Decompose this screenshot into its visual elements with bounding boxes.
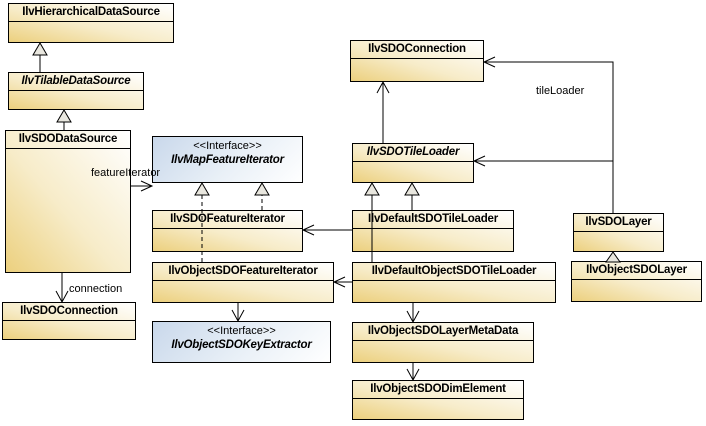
class-title: IlvDefaultSDOTileLoader (353, 211, 513, 229)
class-body (351, 58, 483, 81)
class-title: IlvSDOFeatureIterator (153, 211, 302, 229)
edge-association-connection (55, 273, 69, 304)
edge-realization-IlvSDOFeatureIterator-to-IlvMapFeatureIterator (254, 182, 270, 210)
class-IlvSDOConnection-bottom[interactable]: IlvSDOConnection (2, 302, 136, 340)
edge-association-IlvDefaultObjectSDOTileLoader-to-IlvObjectSDOLayerMetaData (406, 303, 420, 324)
class-IlvSDOFeatureIterator[interactable]: IlvSDOFeatureIterator (152, 210, 303, 252)
edge-association-IlvDefaultObjectSDOTileLoader-to-IlvObjectSDOFeatureIterator (332, 276, 352, 288)
class-body (3, 320, 135, 339)
class-IlvDefaultObjectSDOTileLoader[interactable]: IlvDefaultObjectSDOTileLoader (352, 262, 556, 303)
class-IlvObjectSDOFeatureIterator[interactable]: IlvObjectSDOFeatureIterator (152, 262, 334, 303)
class-IlvSDOLayer[interactable]: IlvSDOLayer (573, 213, 664, 252)
class-body (9, 21, 173, 42)
edge-association-IlvDefaultSDOTileLoader-to-IlvSDOFeatureIterator (301, 224, 352, 236)
edge-label-featureIterator: featureIterator (91, 167, 161, 179)
interface-name: IlvObjectSDOKeyExtractor (171, 339, 312, 351)
class-body (572, 279, 701, 301)
edge-association-IlvObjectSDOFeatureIterator-to-IlvObjectSDOKeyExtractor (231, 303, 245, 323)
class-title: IlvObjectSDODimElement (353, 381, 523, 399)
interface-IlvObjectSDOKeyExtractor[interactable]: <<Interface>> IlvObjectSDOKeyExtractor (152, 321, 331, 363)
interface-name: IlvMapFeatureIterator (171, 154, 284, 166)
edge-generalization-IlvDefaultSDOTileLoader-to-IlvSDOTileLoader (404, 182, 420, 210)
class-body (353, 340, 533, 362)
class-title: IlvObjectSDOLayer (572, 262, 701, 280)
class-IlvObjectSDODimElement[interactable]: IlvObjectSDODimElement (352, 380, 524, 420)
edge-association-featureIterator (131, 180, 154, 192)
edge-generalization-IlvTilableDataSource-to-IlvHierarchicalDataSource (32, 42, 48, 72)
edge-association-IlvSDOTileLoader-to-IlvSDOConnection (376, 80, 390, 143)
class-title: IlvSDOConnection (351, 41, 483, 59)
class-body (353, 398, 523, 419)
class-title: IlvHierarchicalDataSource (9, 4, 173, 22)
class-body (9, 90, 143, 109)
class-body (353, 280, 555, 302)
class-body (353, 228, 513, 251)
class-title: IlvSDODataSource (6, 131, 130, 149)
interface-stereotype: <<Interface>> (207, 325, 276, 337)
class-IlvObjectSDOLayer[interactable]: IlvObjectSDOLayer (571, 261, 702, 302)
class-IlvSDODataSource[interactable]: IlvSDODataSource (5, 130, 131, 273)
class-title: IlvSDOLayer (574, 214, 663, 232)
edge-label-connection: connection (69, 283, 123, 295)
class-title: IlvObjectSDOLayerMetaData (353, 323, 533, 341)
edge-association-IlvObjectSDOLayerMetaData-to-IlvObjectSDODimElement (406, 363, 420, 382)
class-title: IlvDefaultObjectSDOTileLoader (353, 263, 555, 281)
edge-generalization-IlvSDODataSource-to-IlvTilableDataSource (56, 109, 72, 130)
interface-IlvMapFeatureIterator[interactable]: <<Interface>> IlvMapFeatureIterator (152, 136, 303, 183)
class-title: IlvSDOConnection (3, 303, 135, 321)
class-IlvDefaultSDOTileLoader[interactable]: IlvDefaultSDOTileLoader (352, 210, 514, 252)
class-body (153, 280, 333, 302)
class-body (353, 161, 473, 182)
class-IlvSDOConnection-top[interactable]: IlvSDOConnection (350, 40, 484, 82)
class-body (153, 228, 302, 251)
class-IlvTilableDataSource[interactable]: IlvTilableDataSource (8, 72, 144, 110)
edge-association-IlvSDOLayer-to-IlvSDOTileLoader (472, 155, 613, 167)
class-title: IlvSDOTileLoader (353, 144, 473, 162)
edge-association-tileLoader-IlvSDOLayer-to-IlvSDOConnection (482, 56, 614, 213)
interface-stereotype: <<Interface>> (193, 140, 262, 152)
edge-label-tileLoader: tileLoader (536, 85, 585, 97)
class-IlvSDOTileLoader[interactable]: IlvSDOTileLoader (352, 143, 474, 183)
class-title: IlvObjectSDOFeatureIterator (153, 263, 333, 281)
class-IlvObjectSDOLayerMetaData[interactable]: IlvObjectSDOLayerMetaData (352, 322, 534, 363)
class-IlvHierarchicalDataSource[interactable]: IlvHierarchicalDataSource (8, 3, 174, 43)
class-title: IlvTilableDataSource (9, 73, 143, 91)
class-body (574, 231, 663, 251)
